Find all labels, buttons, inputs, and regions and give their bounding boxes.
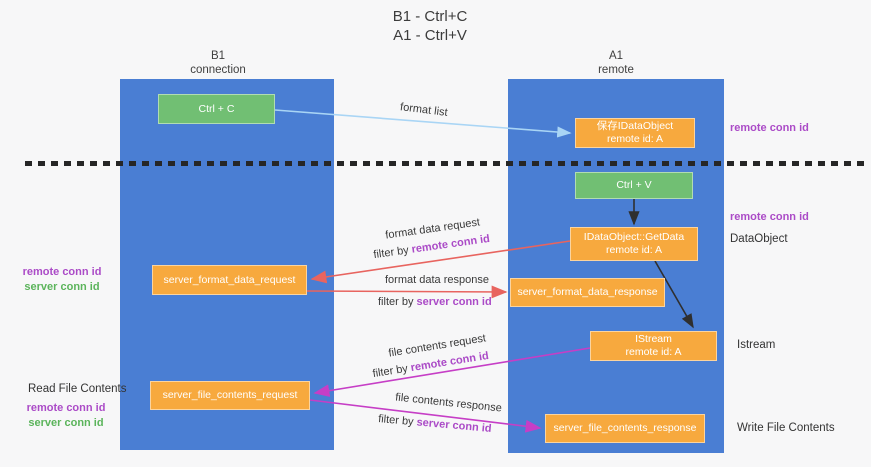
diagram-title: B1 - Ctrl+C A1 - Ctrl+V (0, 7, 860, 45)
format-data-response-arrow (306, 285, 508, 299)
edge-label-format-list-text: format list (399, 101, 449, 119)
edge-label-file-contents-response: file contents response (395, 391, 503, 414)
node-server-format-data-response-label: server_format_data_response (517, 286, 658, 298)
edge-label-filter-server-2: filter by server conn id (378, 413, 492, 435)
annotation-remote-conn-id-top: remote conn id (730, 122, 809, 134)
edge-label-format-data-response-text: format data response (385, 274, 489, 286)
node-server-format-data-request-label: server_format_data_request (163, 273, 296, 286)
filter-by-text: filter by (377, 413, 418, 429)
node-idataobject-getdata-line1: IDataObject::GetData (583, 231, 685, 243)
node-server-file-contents-request: server_file_contents_request (150, 381, 310, 410)
node-server-file-contents-response-label: server_file_contents_response (553, 422, 697, 434)
annotation-dataobject: DataObject (730, 233, 788, 245)
server-conn-id-key: server conn id (416, 416, 493, 435)
lifeline-b1-role: connection (190, 64, 246, 76)
node-ctrl-c-label: Ctrl + C (198, 102, 235, 115)
annotation-istream: Istream (737, 339, 776, 351)
filter-by-text: filter by (372, 243, 413, 262)
filter-by-text: filter by (378, 296, 417, 308)
node-idataobject-getdata-line2: remote id: A (605, 244, 663, 256)
lifeline-header-b1: B1 connection (112, 49, 324, 77)
node-ctrl-c: Ctrl + C (158, 94, 275, 124)
edge-label-format-data-response: format data response (385, 274, 489, 286)
filter-by-text: filter by (371, 362, 412, 381)
server-conn-id-key: server conn id (416, 296, 492, 308)
node-ctrl-v-label: Ctrl + V (616, 179, 652, 191)
node-server-file-contents-response: server_file_contents_response (545, 414, 705, 443)
node-server-format-data-request: server_format_data_request (152, 265, 307, 295)
node-ctrl-v: Ctrl + V (575, 172, 693, 199)
node-save-idataobject: 保存IDataObject remote id: A (575, 118, 695, 148)
node-server-file-contents-request-label: server_file_contents_request (162, 389, 298, 401)
lifeline-a1-name: A1 (608, 50, 624, 62)
annotation-left2-remote-conn-id: remote conn id (26, 402, 106, 414)
annotation-left-server-conn-id: server conn id (24, 281, 100, 293)
node-save-idataobject-line2: remote id: A (606, 133, 664, 145)
annotation-read-file-contents: Read File Contents (28, 383, 127, 395)
edge-label-file-contents-response-text: file contents response (394, 391, 503, 415)
annotation-write-file-contents: Write File Contents (737, 422, 835, 434)
annotation-left-conn-ids: remote conn id server conn id (18, 265, 106, 295)
diagram-title-line1: B1 - Ctrl+C (392, 8, 468, 25)
node-istream: IStream remote id: A (590, 331, 717, 361)
phase-separator-dashed-line (25, 161, 868, 166)
annotation-remote-conn-id-mid: remote conn id (730, 211, 809, 223)
lifeline-a1-role: remote (598, 64, 634, 76)
edge-label-filter-server-1: filter by server conn id (378, 296, 492, 308)
node-istream-line2: remote id: A (625, 346, 682, 358)
annotation-left-remote-conn-id: remote conn id (22, 266, 102, 278)
annotation-left2-server-conn-id: server conn id (28, 417, 104, 429)
node-server-format-data-response: server_format_data_response (510, 278, 665, 307)
edge-label-format-list: format list (399, 101, 448, 119)
node-idataobject-getdata: IDataObject::GetData remote id: A (570, 227, 698, 261)
lifeline-b1-name: B1 (210, 50, 226, 62)
node-istream-line1: IStream (635, 333, 672, 345)
lifeline-header-a1: A1 remote (508, 49, 724, 77)
diagram-title-line2: A1 - Ctrl+V (393, 27, 467, 44)
node-save-idataobject-line1: 保存IDataObject (596, 120, 674, 132)
annotation-left2-conn-ids: remote conn id server conn id (22, 401, 110, 431)
